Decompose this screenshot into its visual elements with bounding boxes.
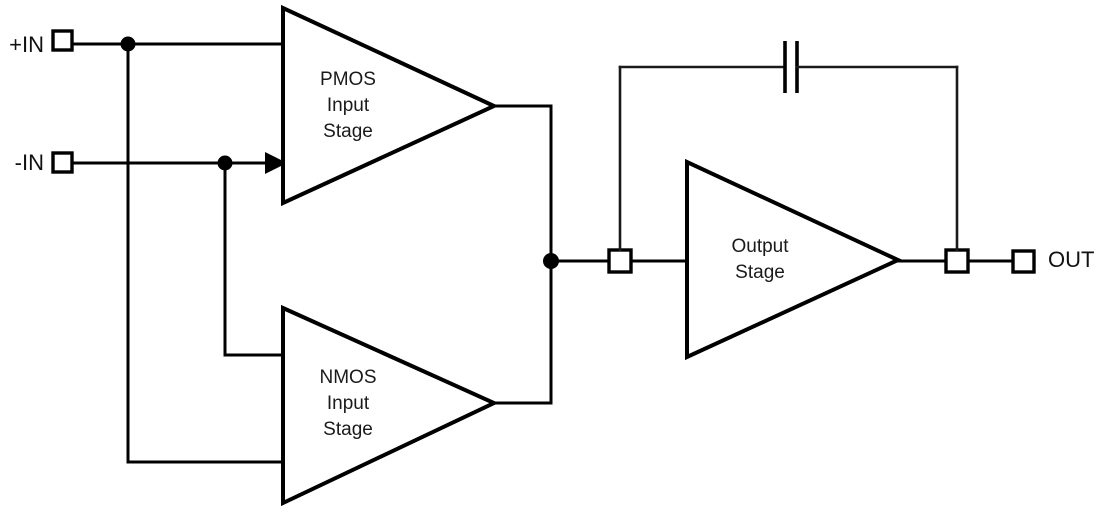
output-node-terminal[interactable] — [944, 248, 970, 274]
output-terminal[interactable] — [1011, 249, 1036, 274]
pmos-stage-label-line3: Stage — [323, 121, 373, 142]
nmos-input-stage-block[interactable] — [281, 304, 499, 507]
arrow-head-icon — [265, 152, 287, 174]
output-stage-input-terminal[interactable] — [607, 248, 633, 274]
output-stage-block[interactable] — [685, 158, 903, 361]
nmos-stage-label-line3: Stage — [323, 419, 373, 440]
wire-pmos-out-to-node — [491, 104, 553, 263]
output-label: OUT — [1048, 247, 1094, 272]
negative-input-node-dot — [217, 155, 233, 171]
positive-input-terminal[interactable] — [51, 29, 74, 52]
pmos-stage-label-line1: PMOS — [320, 69, 376, 90]
positive-input-label: +IN — [9, 32, 44, 57]
output-stage-label-line1: Output — [731, 236, 789, 257]
output-stage-label-line2: Stage — [735, 262, 785, 283]
nmos-stage-label-line1: NMOS — [320, 367, 377, 388]
wire-nmos-out-to-node — [491, 259, 553, 405]
negative-input-label: -IN — [15, 150, 44, 175]
positive-input-node-dot — [120, 36, 136, 52]
negative-input-terminal[interactable] — [51, 151, 74, 174]
pmos-stage-label-line2: Input — [327, 95, 370, 116]
nmos-stage-label-line2: Input — [327, 393, 370, 414]
pmos-input-stage-block[interactable] — [281, 4, 499, 207]
